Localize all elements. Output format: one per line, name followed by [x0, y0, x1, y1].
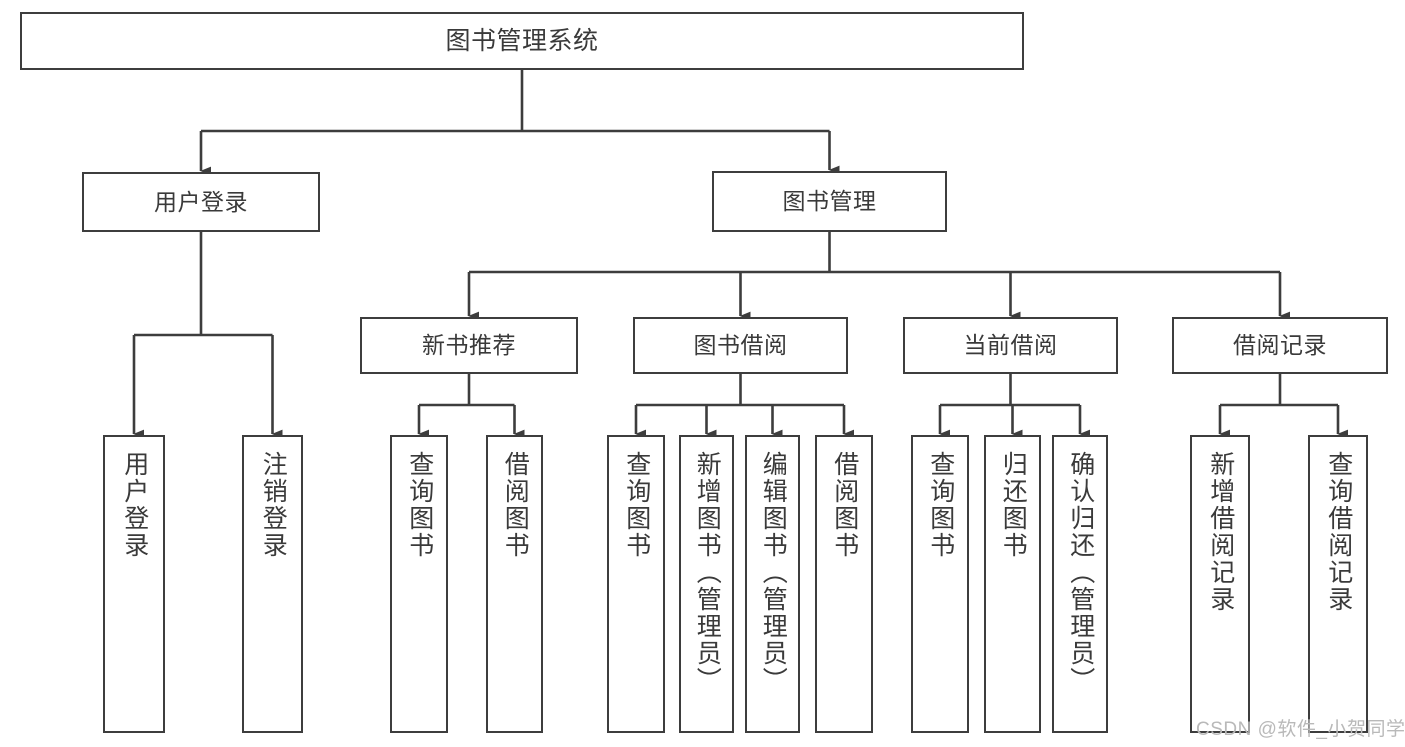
node-label: 图书管理系统 [445, 26, 599, 55]
node-current[interactable]: 当前借阅 [903, 317, 1118, 374]
node-l-nb-borrow[interactable]: 借阅图书 [486, 435, 543, 733]
node-label: 注销登录 [259, 451, 288, 559]
node-records[interactable]: 借阅记录 [1172, 317, 1388, 374]
node-l-nb-query[interactable]: 查询图书 [390, 435, 448, 733]
node-l-bo-query[interactable]: 查询图书 [607, 435, 665, 733]
node-label: 借阅记录 [1233, 332, 1327, 359]
node-label: 用户登录 [120, 451, 149, 559]
node-label: 用户登录 [154, 188, 248, 215]
node-label: 新增借阅记录 [1206, 451, 1235, 613]
node-label: 当前借阅 [963, 332, 1058, 359]
node-l-re-add[interactable]: 新增借阅记录 [1190, 435, 1250, 733]
node-label: 图书借阅 [693, 332, 788, 359]
node-l-logout[interactable]: 注销登录 [242, 435, 303, 733]
node-label: 查询图书 [405, 451, 434, 559]
node-l-bo-borrow[interactable]: 借阅图书 [815, 435, 873, 733]
node-borrow[interactable]: 图书借阅 [633, 317, 848, 374]
node-login[interactable]: 用户登录 [82, 172, 320, 232]
node-label: 图书管理 [782, 188, 877, 215]
node-root[interactable]: 图书管理系统 [20, 12, 1024, 70]
node-bookmgmt[interactable]: 图书管理 [712, 171, 947, 232]
node-l-cu-return[interactable]: 归还图书 [984, 435, 1041, 733]
node-label: 编辑图书（管理员） [759, 451, 788, 694]
node-label: 新书推荐 [422, 332, 516, 359]
node-label: 借阅图书 [501, 451, 530, 559]
node-l-bo-edit[interactable]: 编辑图书（管理员） [745, 435, 800, 733]
node-label: 查询借阅记录 [1324, 451, 1353, 613]
node-label: 归还图书 [999, 451, 1028, 559]
node-l-cu-query[interactable]: 查询图书 [911, 435, 969, 733]
node-l-cu-conf[interactable]: 确认归还（管理员） [1052, 435, 1108, 733]
node-l-bo-add[interactable]: 新增图书（管理员） [679, 435, 734, 733]
node-l-re-query[interactable]: 查询借阅记录 [1308, 435, 1368, 733]
node-label: 确认归还（管理员） [1066, 451, 1095, 694]
node-label: 查询图书 [622, 451, 651, 559]
node-l-userlogin[interactable]: 用户登录 [103, 435, 165, 733]
node-label: 借阅图书 [830, 451, 859, 559]
node-newbooks[interactable]: 新书推荐 [360, 317, 578, 374]
node-label: 查询图书 [926, 451, 955, 559]
node-label: 新增图书（管理员） [693, 451, 722, 694]
